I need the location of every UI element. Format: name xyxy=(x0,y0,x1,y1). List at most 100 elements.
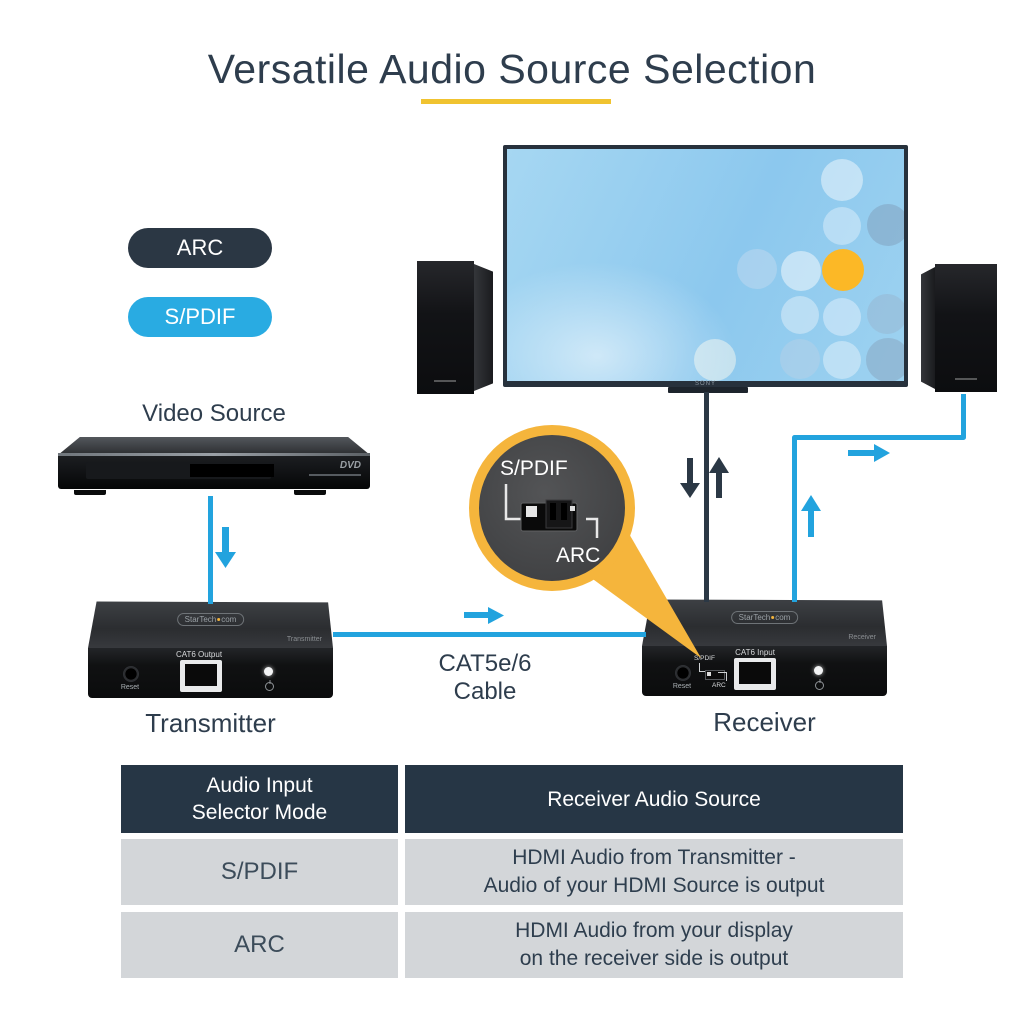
mode-value: S/PDIF xyxy=(220,858,299,885)
power-led xyxy=(264,667,273,676)
mode-value: ARC xyxy=(234,931,285,958)
title-underline xyxy=(421,99,611,104)
power-icon xyxy=(815,681,824,690)
speaker-front xyxy=(417,261,474,394)
catx-cable-line xyxy=(333,607,646,637)
transmitter-device: StarTech com Transmitter Reset CAT6 Outpu… xyxy=(88,600,333,700)
tv-brand-text: SONY xyxy=(694,381,716,387)
table-header-source: Receiver Audio Source xyxy=(405,765,903,833)
header-line: Receiver Audio Source xyxy=(547,787,761,811)
tv-screen xyxy=(507,149,904,381)
page-title: Versatile Audio Source Selection xyxy=(207,46,817,92)
screen-bubble xyxy=(781,296,819,334)
table-row-desc: HDMI Audio from your display on the rece… xyxy=(405,912,903,978)
screen-bubble xyxy=(781,251,821,291)
reset-label: Reset xyxy=(672,683,692,690)
tv-display: SONY xyxy=(503,145,908,393)
rj45-jack xyxy=(185,664,217,686)
dvd-front-face: DVD xyxy=(58,456,370,489)
video-source-label: Video Source xyxy=(142,400,286,427)
arc-bracket xyxy=(586,517,599,538)
reset-button xyxy=(675,665,691,681)
power-led xyxy=(814,666,823,675)
desc-line: on the receiver side is output xyxy=(519,947,789,970)
spdif-badge: S/PDIF xyxy=(128,297,272,337)
startech-logo: StarTech com xyxy=(176,613,245,626)
desc-line: HDMI Audio from Transmitter - xyxy=(512,846,796,869)
dvd-silver-strip xyxy=(58,453,370,456)
receiver-to-speaker-audio-line xyxy=(792,394,966,602)
magnified-selector-switch xyxy=(520,499,578,532)
table-row-mode: ARC xyxy=(121,912,398,978)
up-arrow-icon xyxy=(709,457,729,498)
screen-bubble xyxy=(867,204,904,246)
startech-logo: StarTech com xyxy=(730,611,799,624)
magnifier-arc-label: ARC xyxy=(556,544,600,567)
port-label: CAT6 Input xyxy=(735,648,775,657)
screen-bubble xyxy=(694,339,736,381)
right-arrow-icon xyxy=(464,607,504,624)
dvd-foot xyxy=(294,490,326,495)
desc-line: HDMI Audio from your display xyxy=(515,919,793,942)
brand-text: com xyxy=(221,615,237,624)
dvd-to-transmitter-cable xyxy=(208,496,236,604)
table-row-mode: S/PDIF xyxy=(121,839,398,905)
left-speaker xyxy=(417,261,493,394)
table-header-mode: Audio Input Selector Mode xyxy=(121,765,398,833)
transmitter-top-badge: Transmitter xyxy=(286,636,322,643)
up-arrow-icon xyxy=(801,495,821,537)
speaker-brand-mark xyxy=(955,378,977,380)
screen-bubble xyxy=(780,339,820,379)
arc-badge: ARC xyxy=(128,228,272,268)
dvd-display-window xyxy=(190,464,274,477)
brand-text: StarTech xyxy=(738,613,771,622)
rj45-notch xyxy=(746,687,754,690)
rj45-jack xyxy=(739,662,771,684)
port-label: CAT6 Output xyxy=(175,650,223,659)
desc-line: Audio of your HDMI Source is output xyxy=(483,874,825,897)
dvd-player: DVD xyxy=(58,437,370,495)
switch-spdif-label: S/PDIF xyxy=(694,655,715,662)
dvd-logo: DVD xyxy=(339,460,361,471)
screen-bubble xyxy=(866,338,904,381)
transmitter-top-face xyxy=(88,601,333,648)
transmitter-caption: Transmitter xyxy=(145,708,276,738)
audio-selector-switch xyxy=(705,670,725,680)
spdif-bracket xyxy=(504,484,533,521)
tv-stand xyxy=(668,387,748,393)
switch-bracket xyxy=(718,672,727,681)
header-line: Audio Input xyxy=(206,774,313,797)
screen-bubble xyxy=(823,341,861,379)
cable-label: CAT5e/6 Cable xyxy=(438,650,532,705)
right-arrow-icon xyxy=(848,444,890,462)
brand-yellow-dot xyxy=(217,618,221,621)
header-line: Selector Mode xyxy=(191,801,328,824)
speaker-side xyxy=(474,264,493,391)
switch-bracket xyxy=(699,663,708,672)
right-speaker xyxy=(921,264,997,392)
speaker-front xyxy=(935,264,997,392)
magnifier-spdif-label: S/PDIF xyxy=(500,457,568,480)
magnifier-lens xyxy=(469,425,635,591)
reset-label: Reset xyxy=(120,684,140,691)
screen-bubble xyxy=(821,159,863,201)
down-arrow-icon xyxy=(215,527,236,568)
speaker-side xyxy=(921,267,935,389)
screen-bubble xyxy=(823,207,861,245)
down-arrow-icon xyxy=(680,458,700,498)
reset-button xyxy=(123,666,139,682)
screen-bubble xyxy=(823,298,861,336)
speaker-brand-mark xyxy=(434,380,456,382)
screen-bubble-yellow xyxy=(822,249,864,291)
switch-arc-label: ARC xyxy=(712,682,726,689)
receiver-device: StarTech com Receiver Reset S/PDIF ARC CA… xyxy=(642,598,887,698)
brand-yellow-dot xyxy=(771,616,775,619)
screen-bubble xyxy=(737,249,777,289)
rj45-port xyxy=(180,660,222,692)
receiver-caption: Receiver xyxy=(713,707,816,737)
brand-text: com xyxy=(775,613,791,622)
receiver-top-badge: Receiver xyxy=(848,634,876,641)
dvd-foot xyxy=(74,490,106,495)
brand-text: StarTech xyxy=(184,615,217,624)
